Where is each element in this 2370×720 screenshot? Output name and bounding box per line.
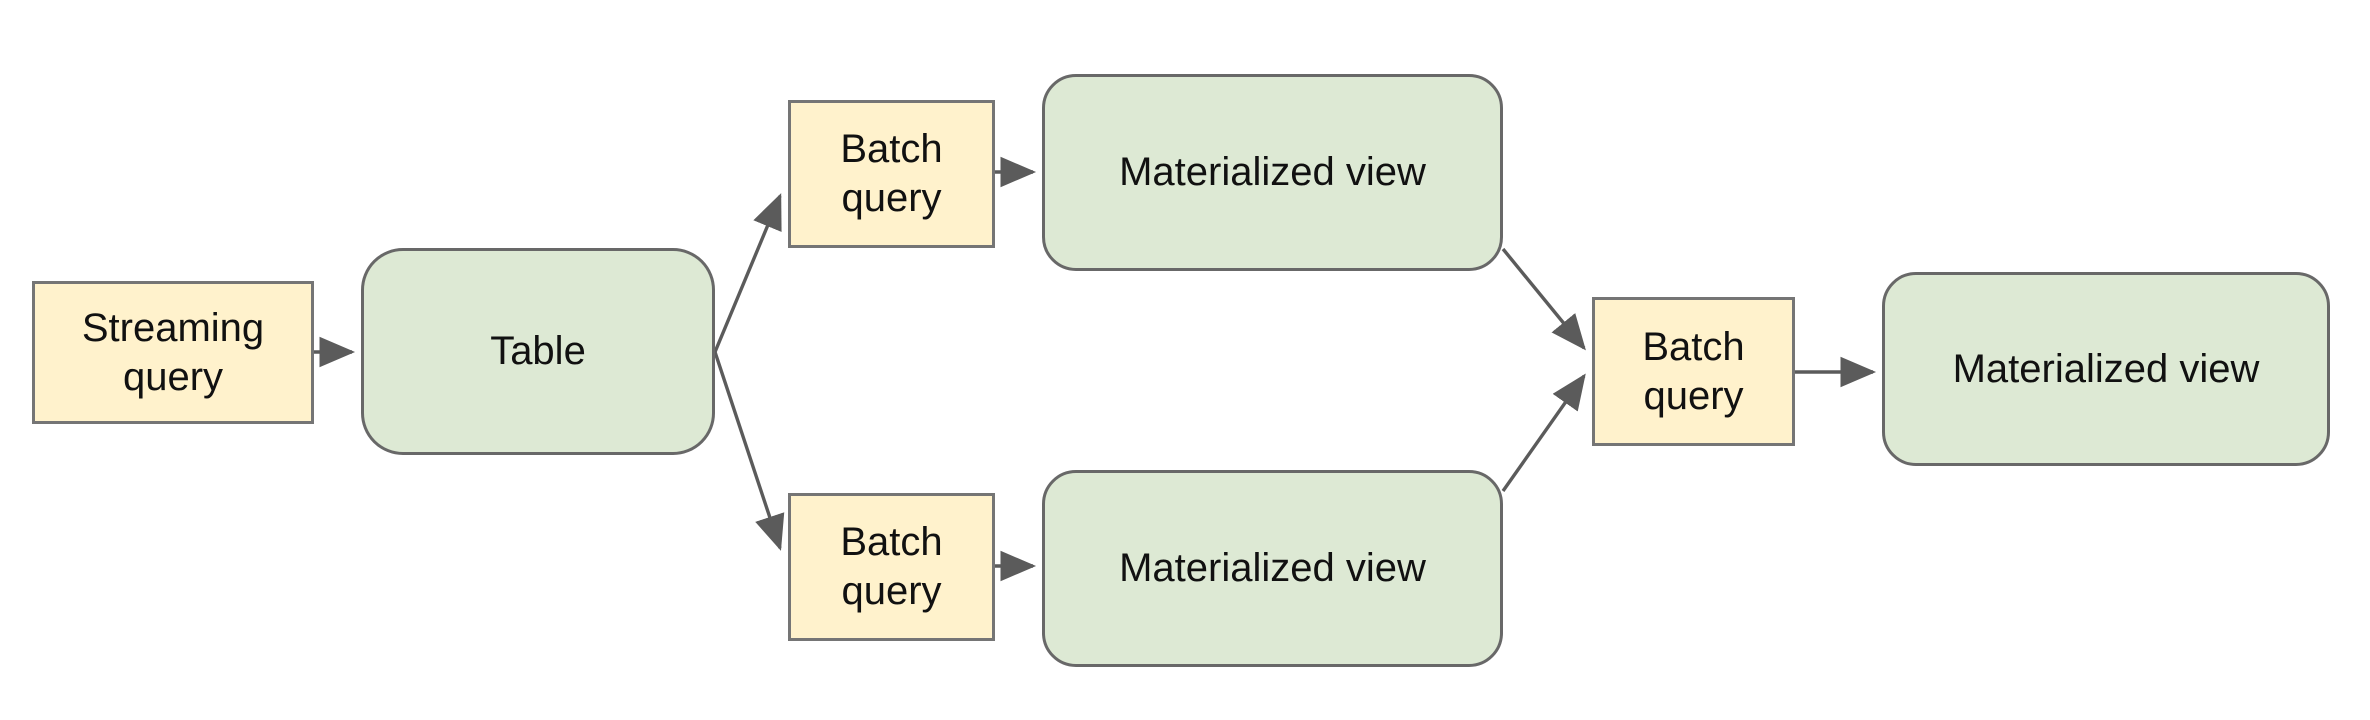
node-batch-query-bottom: Batch query — [788, 493, 995, 641]
node-label: Batch query — [840, 520, 943, 613]
node-label: Materialized view — [1952, 346, 2260, 391]
node-label: Streaming query — [81, 305, 265, 399]
edge-mv-top-to-batch-right — [1501, 247, 1586, 351]
node-label: Materialized view — [1119, 546, 1426, 591]
node-label: Materialized view — [1119, 150, 1426, 195]
edge-table-to-batch-bottom — [713, 351, 785, 551]
node-materialized-view-bottom: Materialized view — [1042, 470, 1503, 667]
node-label: Table — [490, 329, 586, 374]
node-table: Table — [361, 248, 715, 455]
node-batch-query-right: Batch query — [1592, 297, 1795, 446]
node-materialized-view-final: Materialized view — [1882, 272, 2330, 466]
node-label: Batch query — [840, 127, 943, 220]
edge-mv-bottom-to-batch-right — [1501, 373, 1586, 492]
node-streaming-query: Streaming query — [32, 281, 314, 424]
edge-table-to-batch-top — [713, 193, 782, 353]
node-label: Batch query — [1642, 324, 1745, 418]
node-batch-query-top: Batch query — [788, 100, 995, 248]
node-materialized-view-top: Materialized view — [1042, 74, 1503, 271]
